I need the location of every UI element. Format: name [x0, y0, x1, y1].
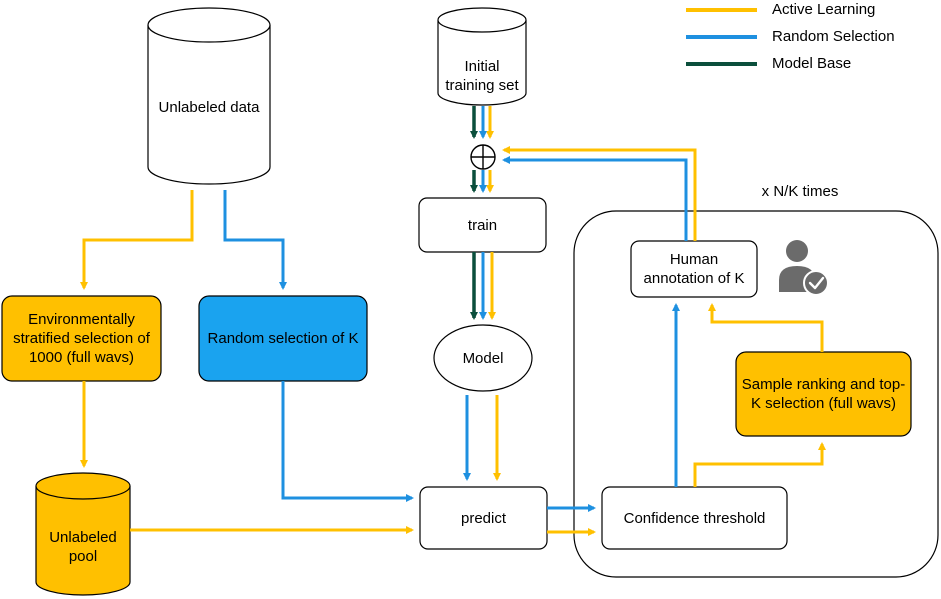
unlabeled-pool-label: Unlabeled pool [49, 529, 117, 565]
legend-label-active-learning: Active Learning [772, 1, 876, 18]
arrow-loop-back-blue [502, 156, 688, 241]
legend-label-random-selection: Random Selection [772, 28, 895, 45]
model-label: Model [462, 349, 504, 367]
unlabeled-pool-cylinder [35, 472, 131, 596]
loop-label: x N/K times [761, 182, 839, 200]
arrow-confidence-to-ranking [693, 442, 826, 487]
confidence-threshold-label: Confidence threshold [623, 509, 766, 527]
train-label: train [467, 216, 498, 234]
sample-ranking-label: Sample ranking and top-K selection (full… [741, 376, 906, 412]
arrow-ranking-to-human [708, 303, 824, 352]
plus-circle-icon [470, 144, 496, 170]
env-selection-label: Environmentally stratified selection of … [13, 311, 150, 366]
unlabeled-data-cylinder [147, 7, 271, 185]
random-selection-label: Random selection of K [207, 330, 359, 347]
human-annotation-label: Human annotation of K [643, 251, 745, 287]
model-ellipse [433, 324, 533, 392]
loop-container [573, 210, 939, 578]
user-check-icon [779, 240, 829, 296]
predict-label: predict [460, 509, 507, 527]
initial-training-set-label: Initial training set [445, 58, 519, 94]
arrow-data-to-random-selection [223, 190, 287, 290]
predict-box [419, 486, 548, 550]
initial-training-set-cylinder [437, 7, 527, 106]
unlabeled-data-label: Unlabeled data [158, 98, 260, 116]
env-selection-box [1, 295, 162, 382]
legend-label-model-base: Model Base [772, 55, 852, 72]
arrow-random-selection-to-predict [281, 381, 414, 502]
arrow-loop-back-yellow [502, 146, 697, 241]
arrow-data-to-env-selection [80, 190, 194, 290]
